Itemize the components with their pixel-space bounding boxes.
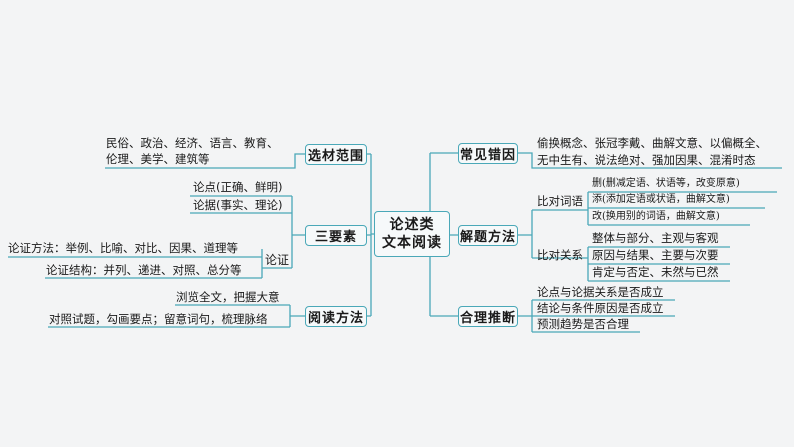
node-solving-methods: 解题方法 (458, 225, 518, 246)
leaf-text: 论证结构：并列、递进、对照、总分等 (46, 263, 242, 277)
leaf-text: 预测趋势是否合理 (537, 317, 629, 331)
leaf-text: 民俗、政治、经济、语言、教育、 (106, 136, 279, 150)
leaf-text: 无中生有、说法绝对、强加因果、混淆时态 (537, 153, 756, 167)
leaf-text: 删(删减定语、状语等，改变原意) (592, 178, 740, 189)
leaf-text: 论据(事实、理论) (193, 198, 283, 212)
leaf-text: 添(添加定语或状语，曲解文意) (592, 194, 730, 205)
leaf-text: 整体与部分、主观与客观 (592, 231, 719, 245)
leaf-label-compare-relations: 比对关系 (537, 248, 583, 262)
leaf-text: 结论与条件原因是否成立 (537, 301, 664, 315)
central-title-line1: 论述类 (389, 217, 435, 233)
leaf-text: 改(换用别的词语，曲解文意) (592, 211, 720, 222)
leaf-text: 对照试题，勾画要点；留意词句，梳理脉络 (49, 312, 268, 326)
node-common-errors: 常见错因 (458, 143, 518, 164)
leaf-text: 论点与论据关系是否成立 (537, 285, 664, 299)
node-three-elements: 三要素 (305, 225, 367, 246)
node-reasonable-inference: 合理推断 (458, 306, 518, 327)
node-material-scope: 选材范围 (305, 144, 367, 165)
leaf-label-argument: 论证 (265, 253, 290, 267)
central-title-line2: 文本阅读 (382, 235, 442, 251)
central-topic: 论述类 文本阅读 (374, 211, 450, 257)
leaf-text: 伦理、美学、建筑等 (106, 152, 210, 166)
leaf-text: 肯定与否定、未然与已然 (592, 265, 719, 279)
leaf-text: 原因与结果、主要与次要 (592, 248, 719, 262)
leaf-label-compare-words: 比对词语 (537, 194, 583, 208)
leaf-text: 浏览全文，把握大意 (176, 290, 280, 304)
leaf-text: 论证方法：举例、比喻、对比、因果、道理等 (8, 241, 238, 255)
node-reading-method: 阅读方法 (305, 306, 367, 327)
leaf-text: 偷换概念、张冠李戴、曲解文意、以偏概全、 (537, 136, 767, 150)
leaf-text: 论点(正确、鲜明) (193, 180, 283, 194)
